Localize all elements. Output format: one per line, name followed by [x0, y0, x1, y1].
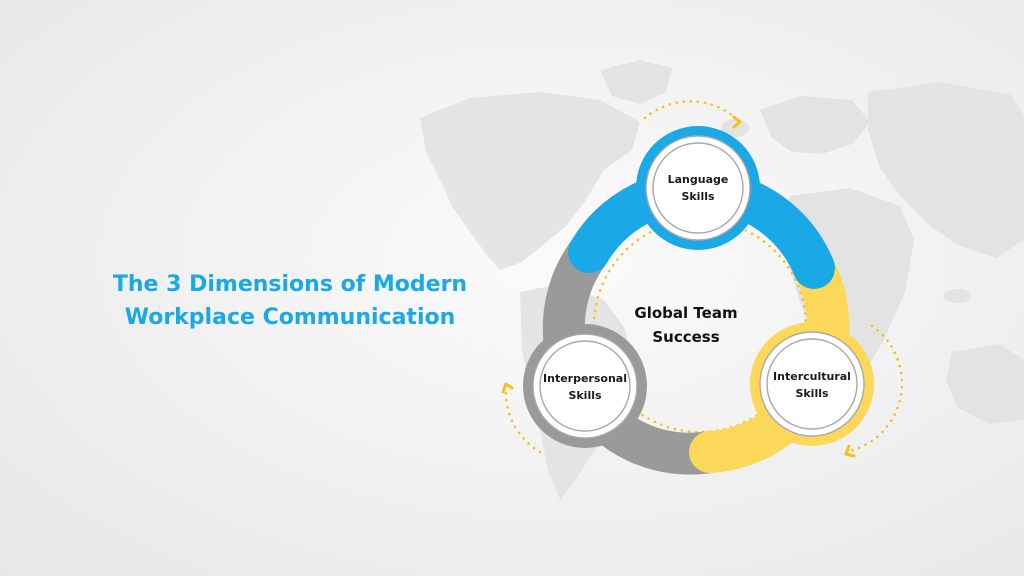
- page-title: The 3 Dimensions of Modern Workplace Com…: [60, 268, 520, 334]
- outer-dotted-arc-top: [643, 100, 742, 124]
- center-label-line-2: Success: [652, 328, 719, 346]
- center-label: Global Team Success: [634, 304, 737, 346]
- node-intercultural-skills: Intercultural Skills: [750, 322, 874, 446]
- node-label-line-2: Skills: [681, 190, 715, 203]
- arrow-head-icon: [732, 115, 742, 129]
- node-language-skills: Language Skills: [636, 126, 760, 250]
- arrow-head-icon: [844, 444, 856, 458]
- node-label-line-2: Skills: [795, 387, 829, 400]
- outer-dotted-arc-right: [844, 324, 904, 454]
- center-label-line-1: Global Team: [634, 304, 737, 322]
- page-title-line-2: Workplace Communication: [124, 305, 456, 330]
- node-label-line-2: Skills: [568, 389, 602, 402]
- node-label-line-1: Language: [668, 173, 729, 186]
- node-label-line-1: Intercultural: [773, 370, 851, 383]
- node-label-line-1: Interpersonal: [543, 372, 627, 385]
- arrow-head-icon: [501, 382, 514, 394]
- page-title-line-1: The 3 Dimensions of Modern: [112, 272, 468, 297]
- node-interpersonal-skills: Interpersonal Skills: [523, 324, 647, 448]
